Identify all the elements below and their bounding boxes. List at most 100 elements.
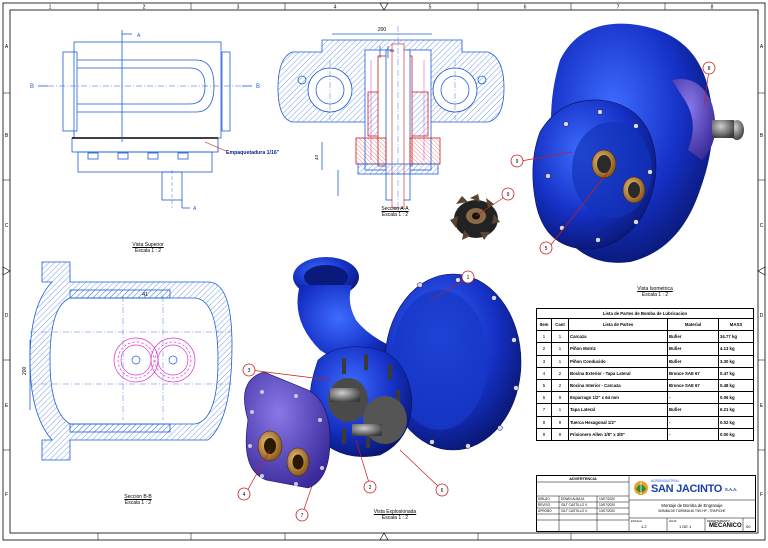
cell-part: Bocina Exterior - Tapa Lateral [568, 366, 668, 380]
tb-drawing-sub: BOMBA DE TURBINA 60 TNS HP - TRAPICHE [658, 509, 726, 513]
zone-labels: 1 2 3 4 5 6 7 8 A B C D E F A B C D E F [5, 5, 764, 499]
col-label-4: 4 [334, 5, 337, 11]
row-label-d-right: D [760, 313, 764, 319]
gasket-note: Empaquetadura 1/16" [226, 150, 280, 156]
small-gear [450, 194, 507, 240]
table-row: 1 1 Carcaza Bufier 34.77 kg [536, 330, 754, 344]
section-b-mark-right: B [256, 84, 260, 90]
cell-qty: 1 [551, 330, 569, 344]
cell-item: 6 [536, 391, 552, 405]
tb-dept: MECANICO [709, 523, 742, 529]
caption-section-bb-title: Seccion B-B [124, 494, 152, 500]
balloon-exp-7: 7 [301, 513, 304, 519]
tb-role: APROBO [538, 509, 552, 513]
section-bb-gears [113, 337, 196, 383]
tb-company: SAN JACINTO [651, 483, 723, 495]
cell-qty: 1 [551, 403, 569, 417]
section-b-mark-left: B [30, 84, 34, 90]
tb-dept-label: DEPARTAMENTO [707, 519, 730, 523]
table-row: 4 2 Bocina Exterior - Tapa Lateral Bronc… [536, 366, 754, 380]
row-label-c-right: C [760, 223, 764, 229]
balloon-exp-4: 4 [243, 492, 246, 498]
iso-leaders [520, 69, 710, 247]
tb-person: GILT CASTILLO V. [561, 503, 588, 507]
caption-section-aa: Seccion A-A Escala 1 : 2 [365, 206, 425, 218]
cell-part: Piñon Motriz [568, 342, 668, 356]
caption-isometric-title: Vista Isometrica [637, 286, 673, 292]
row-label-d: D [5, 313, 9, 319]
caption-top-view-title: Vista Superior [132, 242, 164, 248]
dim-top: 200 [378, 27, 387, 33]
tb-scale: 1:2 [641, 524, 647, 529]
tb-date: 10/07/2020 [599, 503, 615, 507]
cell-qty: 9 [551, 427, 569, 441]
col-label-1: 1 [49, 5, 52, 11]
zone-ticks [3, 3, 765, 540]
cell-mass: 0.47 kg [718, 366, 754, 380]
balloon-iso-9: 9 [516, 159, 519, 165]
col-label-7: 7 [617, 5, 620, 11]
cell-material: Bufier [667, 330, 719, 344]
balloon-exp-6: 6 [441, 488, 444, 494]
tb-sheet-label: HOJA [669, 519, 677, 523]
caption-exploded-scale: Escala 1 : 2 [381, 515, 409, 521]
cell-material: - [667, 415, 719, 429]
caption-isometric-scale: Escala 1 : 2 [641, 292, 669, 298]
cell-item: 2 [536, 342, 552, 356]
cell-qty: 2 [551, 366, 569, 380]
caption-isometric: Vista Isometrica Escala 1 : 2 [625, 286, 685, 298]
table-row: 2 1 Piñon Motriz Bufier 4.13 kg [536, 342, 754, 356]
cell-item: 3 [536, 354, 552, 368]
cell-material: - [667, 391, 719, 405]
cell-mass: 34.77 kg [718, 330, 754, 344]
tb-header: ADVERTENCIA [569, 476, 597, 481]
cell-material: Bronce SAE 67 [667, 378, 719, 393]
dim-bb-height: 200 [22, 366, 28, 375]
cell-item: 8 [536, 415, 552, 429]
cell-mass: 3.30 kg [718, 354, 754, 368]
cell-mass: 0.02 kg [718, 415, 754, 429]
centering-marks [2, 2, 766, 541]
header-qty: Cant [551, 317, 569, 332]
gasket-leader [204, 141, 227, 152]
caption-section-bb-scale: Escala 1 : 2 [124, 500, 152, 506]
balloon-exp-1: 1 [467, 275, 470, 281]
row-label-f-right: F [760, 492, 763, 498]
cell-part: Esparrago 1/2" x 64 mm [568, 391, 668, 405]
exploded-leaders [245, 278, 468, 516]
row-label-c: C [5, 223, 9, 229]
row-label-e: E [5, 403, 9, 409]
section-bb-view [29, 261, 233, 461]
title-block-grid [537, 476, 755, 531]
cell-qty: 2 [551, 378, 569, 393]
balloon-iso-5: 5 [545, 246, 548, 252]
col-label-5: 5 [429, 5, 432, 11]
section-a-mark-top: A [137, 33, 141, 39]
row-label-b: B [5, 133, 9, 139]
cell-item: 5 [536, 378, 552, 393]
row-label-e-right: E [760, 403, 764, 409]
cell-item: 1 [536, 330, 552, 344]
tb-date: 10/07/2020 [599, 497, 615, 501]
header-part: Lista de Partes [568, 317, 668, 332]
table-row: 8 9 Tuerca Hexagonal 1/2" - 0.02 kg [536, 415, 754, 429]
cell-material: Bufier [667, 403, 719, 417]
balloon-exp-2: 2 [369, 485, 372, 491]
section-a-mark-bottom: A [193, 206, 197, 212]
header-item: Item [536, 317, 552, 332]
tb-company-sub: AGROINDUSTRIAL [651, 479, 680, 483]
caption-exploded: Vista Explosionada Escala 1 : 2 [360, 509, 430, 521]
table-row: 5 2 Bocina Interior - Carcaza Bronce SAE… [536, 378, 754, 393]
tb-scale-label: ESCALA [631, 519, 643, 523]
balloon-exp-3: 3 [248, 368, 251, 374]
cell-material: Bronce SAE 67 [667, 366, 719, 380]
parts-list-table: Lista de Partes de Bomba de Lubricacion … [536, 308, 754, 441]
tb-drawing-title: Montaje de Bomba de Engranaje [661, 503, 723, 508]
parts-list-header-row: Item Cant Lista de Partes Material MASS [536, 317, 754, 332]
company-logo [634, 481, 648, 495]
cell-mass: 0.06 kg [718, 391, 754, 405]
cell-item: 4 [536, 366, 552, 380]
cell-qty: 9 [551, 391, 569, 405]
dim-left: 43 [314, 154, 319, 160]
